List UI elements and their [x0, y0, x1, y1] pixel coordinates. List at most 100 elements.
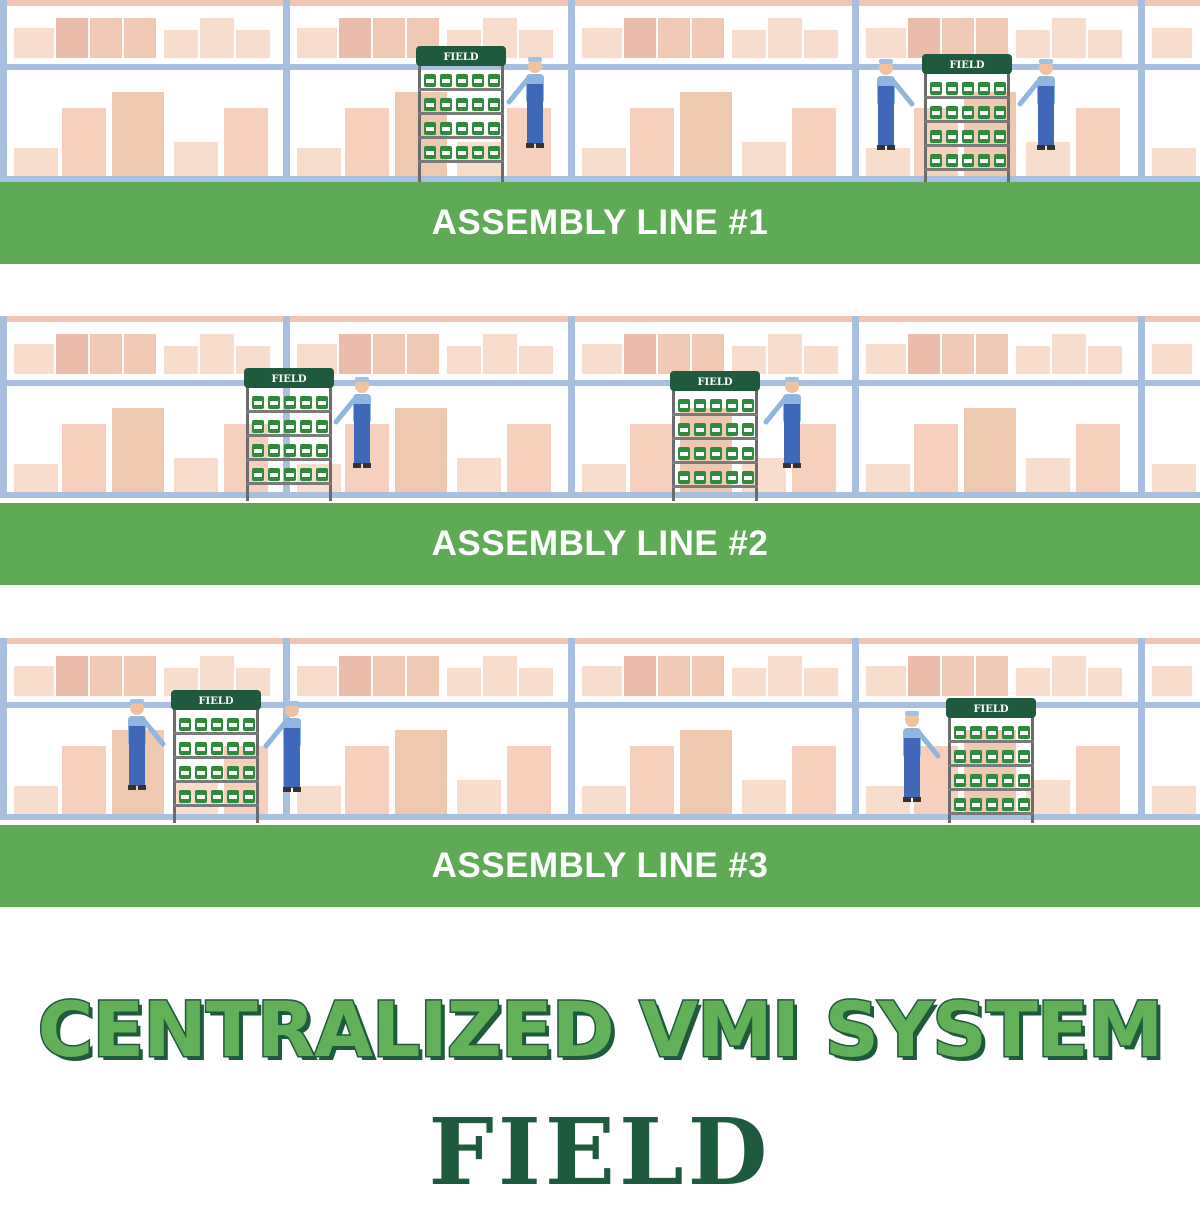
rack-shelf	[924, 168, 1010, 171]
storage-box	[1076, 108, 1120, 180]
rack-shelf	[948, 788, 1034, 791]
storage-box	[56, 18, 88, 58]
storage-box	[297, 148, 341, 180]
worker-arm	[917, 731, 941, 759]
shelf-top-rail	[0, 316, 1200, 322]
rack-header	[416, 46, 506, 66]
worker-shoe	[783, 463, 791, 468]
storage-box	[804, 346, 838, 374]
rack-frame	[1007, 66, 1010, 185]
bin-label	[696, 428, 704, 432]
bin-label	[988, 755, 996, 759]
bin-label	[680, 452, 688, 456]
shelf-beam	[0, 492, 1200, 498]
storage-box	[624, 18, 656, 58]
worker-shoe	[1037, 145, 1045, 150]
storage-box	[582, 148, 626, 180]
bin-label	[229, 771, 237, 775]
bin-label	[490, 151, 498, 155]
rack-header	[946, 698, 1036, 718]
shelving-units	[0, 316, 1200, 498]
storage-box	[1152, 786, 1196, 818]
rack-shelf	[924, 120, 1010, 123]
bin-label	[302, 425, 310, 429]
storage-box	[976, 334, 1008, 374]
bin-label	[948, 159, 956, 163]
workers	[506, 57, 1055, 150]
bin-label	[728, 404, 736, 408]
storage-box	[1052, 18, 1086, 58]
storage-box	[976, 18, 1008, 58]
bin-label	[744, 452, 752, 456]
storage-box	[112, 408, 164, 496]
storage-box	[124, 334, 156, 374]
worker-shoe	[793, 463, 801, 468]
storage-box	[62, 746, 106, 818]
bin-label	[932, 135, 940, 139]
storage-box	[1016, 668, 1050, 696]
storage-box	[200, 18, 234, 58]
storage-box	[768, 656, 802, 696]
rack-sign: FIELD	[973, 704, 1008, 715]
storage-box	[14, 148, 58, 180]
bin-label	[1020, 755, 1028, 759]
shelf-post	[1138, 0, 1145, 182]
bin-label	[302, 401, 310, 405]
bin-label	[980, 135, 988, 139]
bin-label	[442, 127, 450, 131]
rack-frame	[501, 58, 504, 185]
storage-box	[56, 334, 88, 374]
worker-shoe	[1047, 145, 1055, 150]
storage-box	[395, 408, 447, 496]
storage-box	[345, 746, 389, 818]
shelf-post	[1138, 638, 1145, 820]
storage-box	[14, 666, 54, 696]
rack-shelf	[246, 482, 332, 485]
shelf-post	[852, 638, 859, 820]
storage-box	[630, 424, 674, 496]
rack-shelf	[173, 780, 259, 783]
storage-box	[1152, 344, 1192, 374]
storage-box	[345, 108, 389, 180]
storage-box	[124, 18, 156, 58]
bin-label	[696, 404, 704, 408]
bin-label	[318, 449, 326, 453]
shelf-post	[0, 638, 7, 820]
storage-box	[339, 334, 371, 374]
storage-box	[1016, 346, 1050, 374]
bin-label	[254, 401, 262, 405]
bin-label	[712, 452, 720, 456]
storage-box	[200, 334, 234, 374]
storage-box	[457, 780, 501, 818]
storage-box	[224, 108, 268, 180]
bin-label	[286, 449, 294, 453]
bin-label	[680, 428, 688, 432]
assembly-line-1-label: ASSEMBLY LINE #1	[431, 203, 769, 242]
storage-box	[742, 780, 786, 818]
storage-box	[914, 424, 958, 496]
storage-box	[582, 28, 622, 58]
assembly-line-2-banner: ASSEMBLY LINE #2	[0, 503, 1200, 585]
bin-label	[980, 159, 988, 163]
worker-head	[130, 701, 144, 715]
bin-label	[270, 449, 278, 453]
bin-label	[254, 449, 262, 453]
storage-box	[395, 730, 447, 818]
shelf-post	[568, 316, 575, 498]
rack-shelf	[672, 413, 758, 416]
worker-head	[1039, 61, 1053, 75]
bin-label	[964, 87, 972, 91]
storage-box	[164, 346, 198, 374]
bin-label	[744, 404, 752, 408]
bin-label	[245, 795, 253, 799]
storage-box	[692, 656, 724, 696]
bin-label	[980, 111, 988, 115]
storage-box	[630, 108, 674, 180]
storage-box	[483, 656, 517, 696]
bin-label	[197, 795, 205, 799]
storage-box	[804, 668, 838, 696]
bin-label	[245, 747, 253, 751]
